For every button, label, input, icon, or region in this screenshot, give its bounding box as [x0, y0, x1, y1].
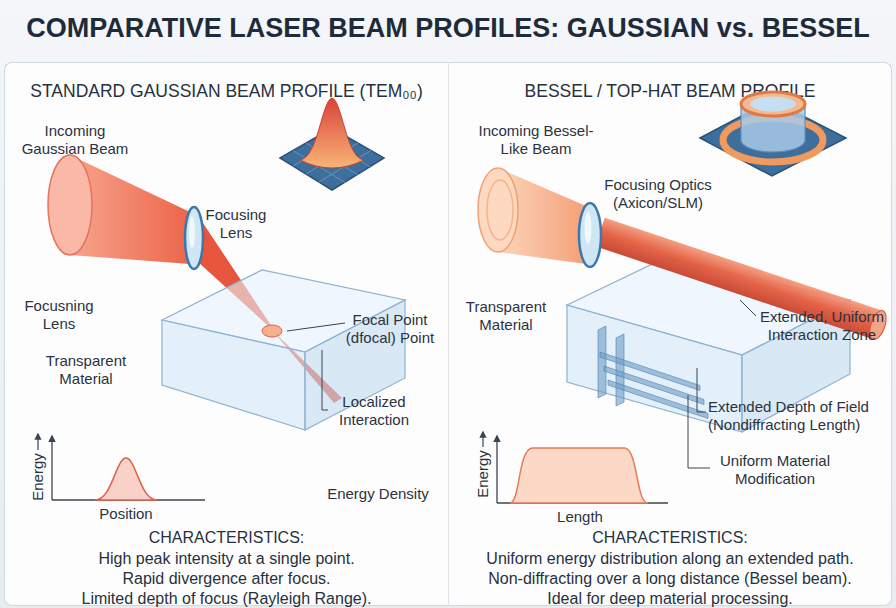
axis-label: Energy: [29, 447, 47, 507]
material-label: Transparent Material: [460, 298, 552, 334]
beam-label: Incoming Bessel-Like Beam: [474, 122, 598, 158]
characteristics-item: Non-diffracting over a long distance (Be…: [449, 569, 891, 589]
focal-label: Focal Point (dfocal) Point: [338, 311, 442, 347]
leader-line: [287, 323, 345, 331]
y-axis: [496, 436, 497, 503]
axis-label: Position: [95, 505, 157, 523]
top-hat-cylinder: [741, 92, 805, 152]
axis-label: Energy Density: [318, 485, 438, 503]
modification-marks: [598, 326, 708, 419]
leader-line: [697, 368, 706, 412]
axis-arrow: [482, 432, 483, 447]
characteristics-item: Uniform energy distribution along an ext…: [449, 549, 891, 569]
interaction-label: Localized Interaction: [328, 393, 420, 429]
material-label: Transparent Material: [40, 352, 132, 388]
characteristics-heading: CHARACTERISTICS:: [5, 528, 448, 548]
leader-line: [322, 350, 328, 410]
zone-label: Extended, Uniform Interaction Zone: [756, 308, 888, 344]
beam-ring: [487, 180, 513, 240]
block-front: [162, 320, 305, 430]
characteristics-item: Rapid divergence after focus.: [5, 569, 448, 589]
top-hat-top: [750, 97, 796, 112]
lens-highlight: [189, 216, 195, 248]
modification-bar: [616, 334, 624, 406]
top-hat-curve: [510, 448, 648, 503]
gaussian-curve: [95, 458, 157, 500]
gaussian-peak: [300, 98, 364, 168]
leader-line: [688, 395, 710, 468]
top-hat-rim: [741, 92, 805, 116]
beam-label: Incoming Gaussian Beam: [19, 122, 131, 158]
focusing-lens: [185, 207, 203, 269]
axis-label: Length: [550, 508, 610, 526]
y-axis: [51, 436, 52, 500]
characteristics-item: Limited depth of focus (Rayleigh Range).: [5, 589, 448, 608]
focal-spot: [262, 325, 282, 337]
characteristics-item: Ideal for deep material processing.: [449, 589, 891, 608]
beam-end: [48, 155, 92, 255]
panel-heading: BESSEL / TOP-HAT BEAM PROFILE: [449, 79, 891, 103]
leader-line: [740, 300, 756, 316]
characteristics-heading: CHARACTERISTICS:: [449, 528, 891, 548]
diagram-title: COMPARATIVE LASER BEAM PROFILES: GAUSSIA…: [0, 11, 896, 45]
modification-bar: [608, 380, 708, 419]
lens-label: Focusning Lens: [20, 297, 98, 333]
beam-end: [478, 168, 518, 252]
lens-label: Focusing Lens: [200, 206, 272, 242]
modification-bar: [598, 326, 606, 398]
characteristics-item: High peak intensity at a single point.: [5, 549, 448, 569]
axis-label: Energy: [474, 444, 492, 504]
axis-arrow: [37, 434, 38, 450]
optics-label: Focusing Optics (Axicon/SLM): [600, 176, 716, 212]
depth-label: Extended Depth of Field (Nondiffracting …: [708, 398, 878, 434]
lens-highlight: [585, 212, 592, 244]
axicon-lens: [579, 203, 601, 267]
panel-heading: STANDARD GAUSSIAN BEAM PROFILE (TEM₀₀): [5, 79, 448, 103]
modification-label: Uniform Material Modification: [712, 452, 838, 488]
